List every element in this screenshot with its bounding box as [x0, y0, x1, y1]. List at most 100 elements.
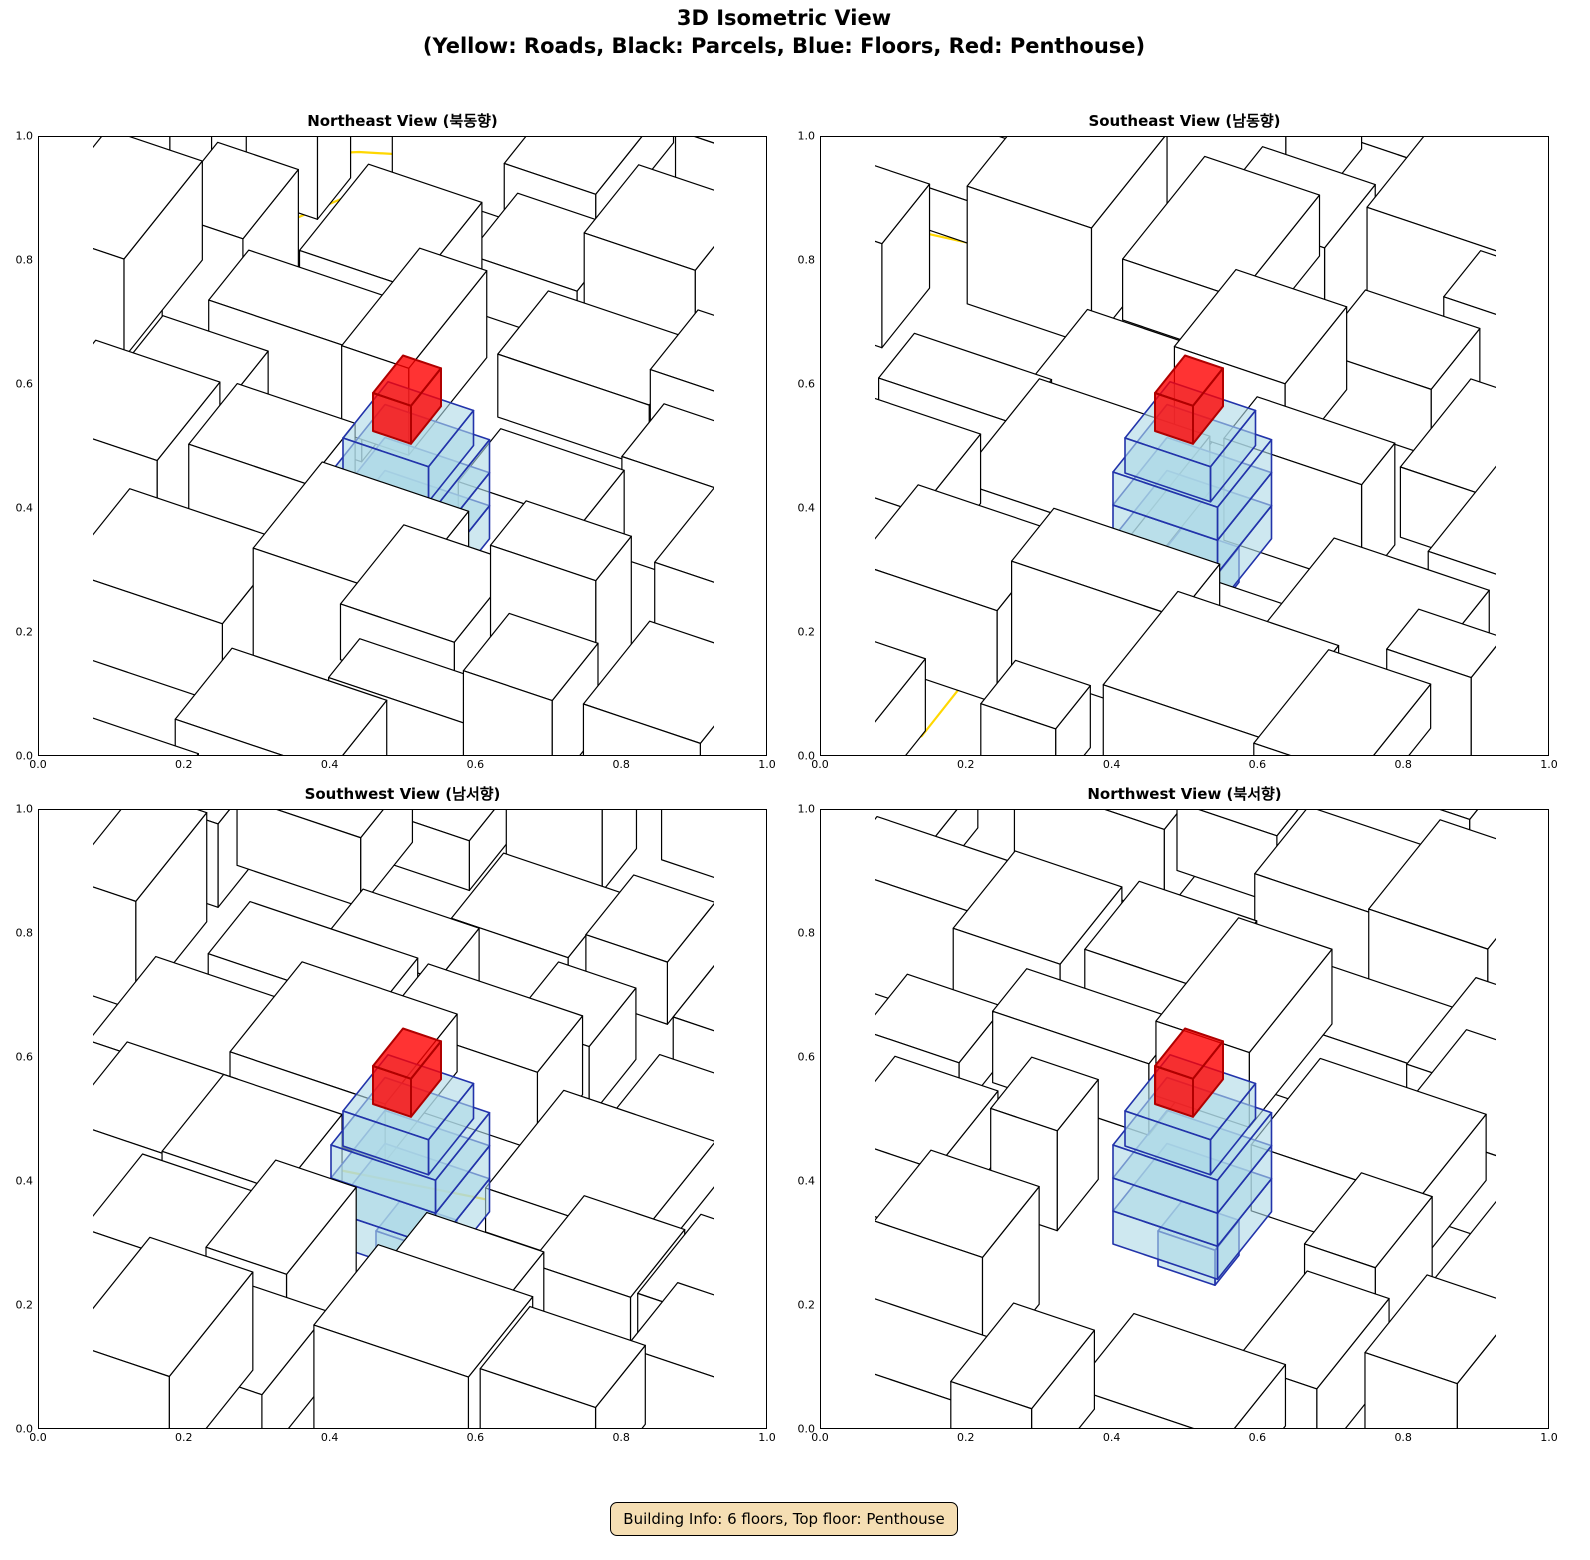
parcel-building-front-face: [236, 810, 362, 908]
parcel-building: [625, 1282, 714, 1428]
parcel-building-top-face: [875, 641, 926, 723]
y-tick-label: 0.4: [15, 501, 34, 515]
y-tick-label: 0.6: [797, 1050, 816, 1064]
y-tick-label: 0.8: [15, 926, 34, 940]
y-tick-label: 0.0: [797, 749, 816, 763]
parcel-building: [660, 810, 714, 879]
parcel-building: [582, 620, 714, 755]
floor-5-front-face: [342, 1110, 430, 1176]
parcel-building-side-face: [1541, 284, 1548, 449]
panel-title-northeast: Northeast View (북동향): [307, 112, 498, 130]
panel-title-northwest: Northwest View (북서향): [1087, 785, 1282, 803]
view-panel-southeast: [820, 136, 1549, 756]
parcel-building-top-face: [1399, 378, 1496, 500]
view-panel-northwest: [820, 809, 1549, 1429]
parcel-building-front-face: [93, 1350, 170, 1428]
penthouse: [1154, 354, 1224, 445]
parcel-building: [93, 137, 203, 359]
y-tick-label: 0.2: [797, 1298, 816, 1312]
y-tick-label: 1.0: [797, 802, 816, 816]
parcel-building-front-face: [1253, 742, 1291, 755]
y-tick-label: 0.2: [15, 625, 34, 639]
parcel-building-front-face: [479, 1368, 597, 1428]
penthouse: [1154, 1027, 1224, 1118]
penthouse-front-face: [372, 392, 412, 445]
x-tick-label: 1.0: [758, 1431, 776, 1444]
y-tick-label: 1.0: [15, 129, 34, 143]
parcel-building-top-face: [625, 1282, 714, 1378]
parcel-building: [821, 641, 926, 755]
parcel-building-side-face: [1487, 937, 1496, 1042]
parcel-building-front-face: [1364, 1351, 1458, 1428]
x-tick-label: 0.0: [29, 758, 47, 771]
floor-4-front-face: [330, 1144, 437, 1215]
floor-5-front-face: [1124, 437, 1212, 503]
parcel-building-front-face: [966, 185, 1093, 347]
y-tick-label: 0.0: [797, 1422, 816, 1436]
x-tick-label: 0.4: [320, 758, 339, 771]
x-tick-label: 0.2: [957, 1431, 975, 1444]
parcel-building-top-face: [649, 309, 714, 392]
x-tick-label: 0.6: [1248, 758, 1267, 771]
parcel-building: [174, 647, 388, 755]
parcel-building-side-face: [719, 1090, 764, 1264]
x-tick-label: 0.4: [1102, 758, 1121, 771]
parcel-building-side-face: [1532, 1231, 1548, 1372]
parcel-building-front-face: [93, 886, 137, 1012]
x-tick-label: 0.0: [811, 1431, 829, 1444]
parcel-building: [236, 810, 414, 908]
y-tick-label: 0.2: [797, 625, 816, 639]
y-tick-label: 0.0: [15, 749, 34, 763]
y-tick-label: 0.6: [15, 1050, 34, 1064]
parcel-building-top-face: [672, 965, 714, 1032]
parcel-building-front-face: [980, 703, 1057, 755]
parcel-building-top-face: [93, 717, 199, 755]
x-tick-label: 0.8: [1394, 1431, 1412, 1444]
parcel-building: [1253, 649, 1432, 755]
x-tick-label: 0.4: [320, 1431, 339, 1444]
x-tick-label: 0.8: [612, 1431, 630, 1444]
parcel-building-front-face: [1176, 810, 1278, 905]
y-tick-label: 0.0: [15, 1422, 34, 1436]
parcel-building-front-face: [821, 704, 868, 755]
x-tick-label: 0.6: [1248, 1431, 1267, 1444]
y-tick-label: 0.8: [15, 253, 34, 267]
y-tick-label: 1.0: [797, 129, 816, 143]
x-tick-label: 0.6: [466, 1431, 485, 1444]
view-panel-northeast: [38, 136, 767, 756]
parcel-building-front-face: [950, 1380, 1033, 1428]
parcel-building-top-face: [875, 165, 931, 245]
figure-title: 3D Isometric View: [676, 6, 892, 30]
x-tick-label: 0.8: [612, 758, 630, 771]
parcel-building: [966, 137, 1168, 347]
floor-4-front-face: [1112, 471, 1219, 542]
y-tick-label: 0.8: [797, 253, 816, 267]
figure-subtitle: (Yellow: Roads, Black: Parcels, Blue: Fl…: [422, 34, 1146, 58]
parcel-building: [93, 717, 199, 755]
parcel-building-side-face: [699, 725, 714, 755]
parcel-building: [1073, 1312, 1287, 1428]
parcel-building-front-face: [313, 1324, 470, 1428]
penthouse-front-face: [1154, 392, 1194, 445]
building-info-box: Building Info: 6 floors, Top floor: Pent…: [610, 1502, 958, 1536]
y-tick-label: 0.6: [15, 377, 34, 391]
parcel-building: [93, 1236, 254, 1428]
x-tick-label: 1.0: [1540, 1431, 1558, 1444]
penthouse-front-face: [372, 1065, 412, 1118]
x-tick-label: 0.2: [175, 1431, 193, 1444]
x-tick-label: 0.2: [175, 758, 193, 771]
panel-title-southeast: Southeast View (남동향): [1088, 112, 1281, 130]
parcel-building: [1364, 1274, 1496, 1428]
y-tick-label: 0.8: [797, 926, 816, 940]
view-panel-southwest: [38, 809, 767, 1429]
x-tick-label: 0.2: [957, 758, 975, 771]
parcel-building: [489, 500, 632, 698]
parcel-building-front-face: [93, 247, 125, 359]
parcel-building-side-face: [726, 493, 766, 667]
penthouse: [372, 1027, 442, 1118]
parcel-building-side-face: [1516, 160, 1548, 370]
y-tick-label: 0.2: [15, 1298, 34, 1312]
parcel-building-side-face: [1544, 504, 1548, 693]
x-tick-label: 0.4: [1102, 1431, 1121, 1444]
panel-title-southwest: Southwest View (남서향): [304, 785, 501, 803]
